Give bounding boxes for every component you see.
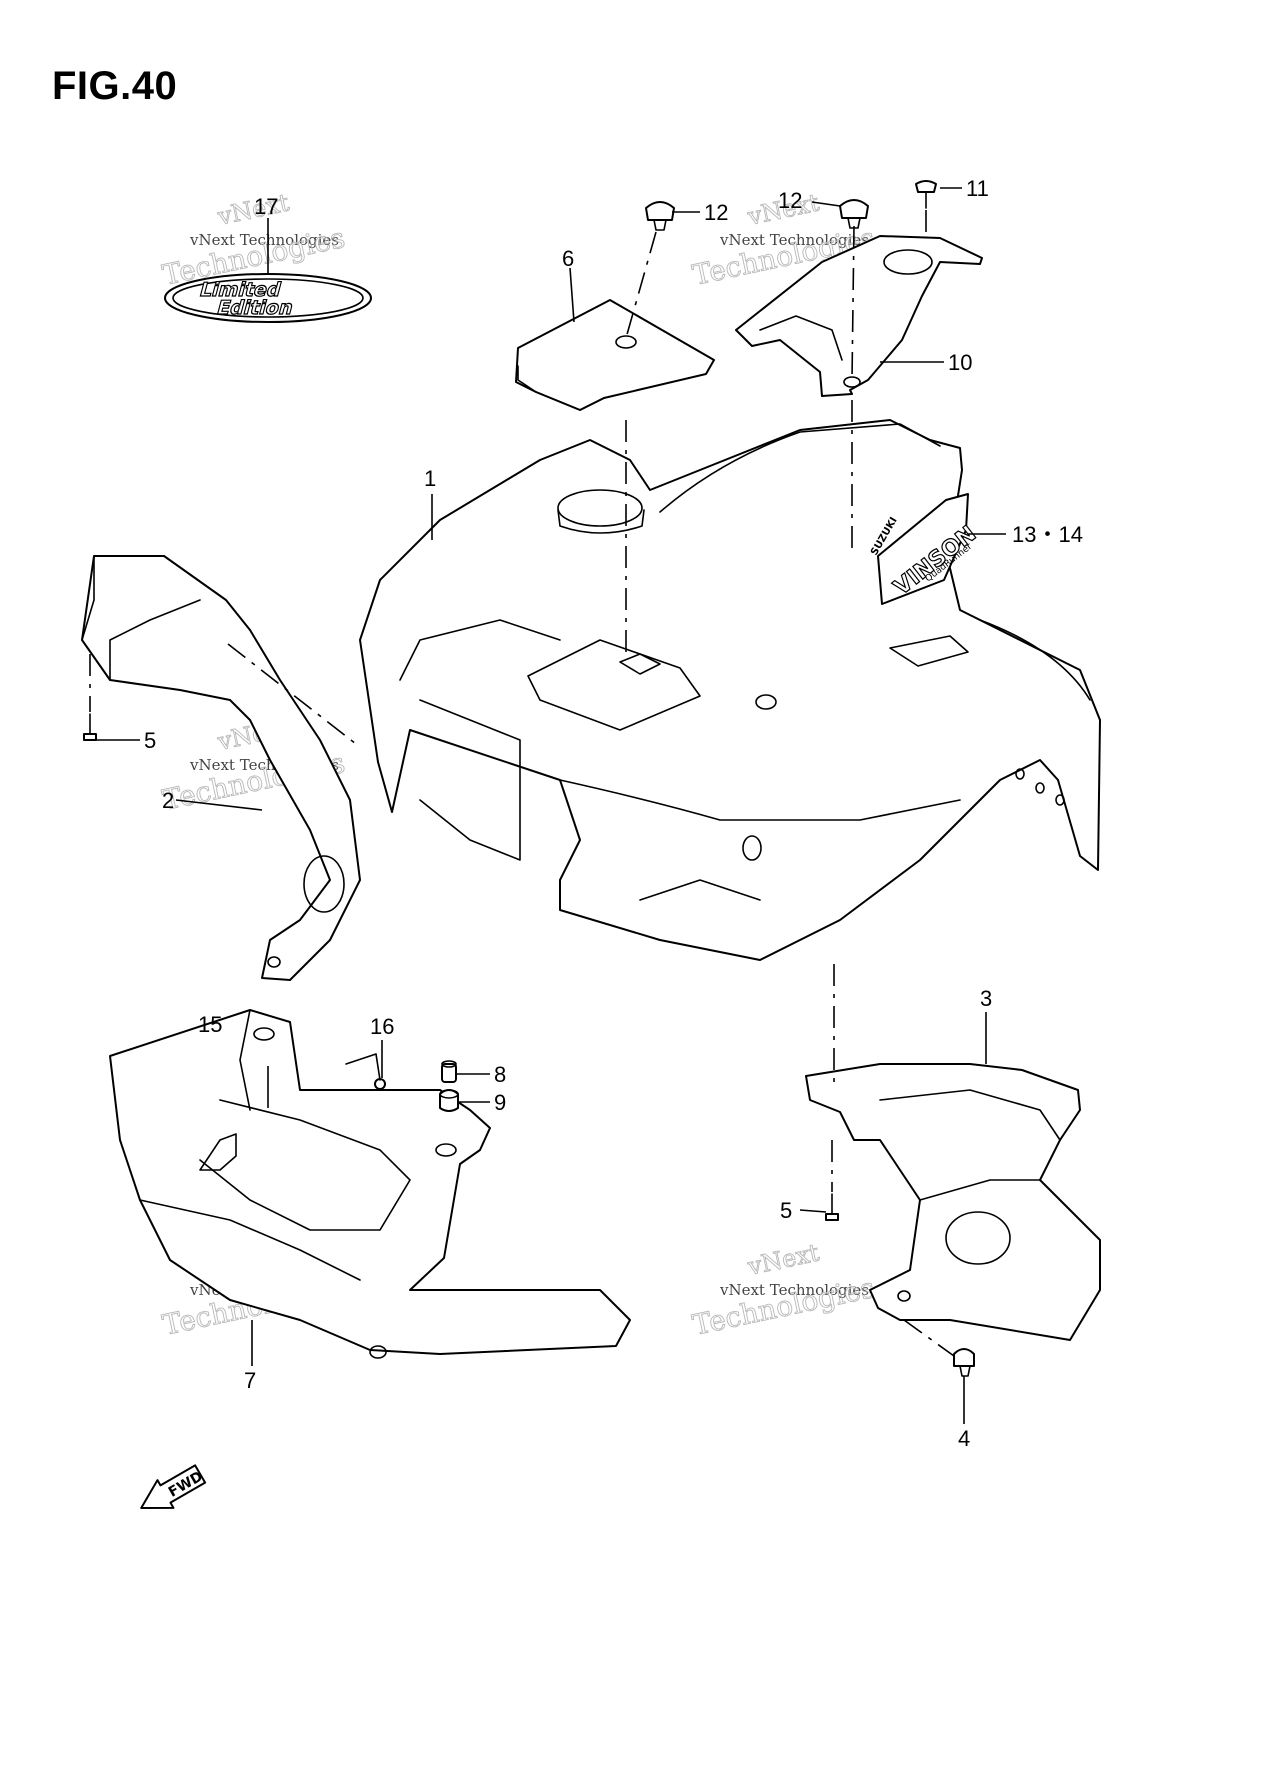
part-8-collar[interactable] <box>441 1060 457 1083</box>
callouts: 17 12 12 11 6 10 1 13・14 5 2 3 15 16 8 9… <box>144 176 1083 1451</box>
callout-13-14: 13・14 <box>1012 522 1083 547</box>
emblem-text-edition: Edition <box>215 296 296 319</box>
callout-2: 2 <box>162 788 174 813</box>
callout-17: 17 <box>254 194 278 219</box>
part-12-clip-right[interactable] <box>839 199 869 229</box>
part-7-front-lower-panel[interactable] <box>109 1009 631 1359</box>
callout-9: 9 <box>494 1090 506 1115</box>
part-5-screw-left[interactable] <box>83 713 97 741</box>
part-1-front-fender[interactable] <box>359 419 1101 961</box>
callout-1: 1 <box>424 466 436 491</box>
callout-15: 15 <box>198 1012 222 1037</box>
callout-12-right: 12 <box>778 188 802 213</box>
leader-lines <box>96 187 1006 1424</box>
watermark-top-left: vNext vNext Technologies Technologies <box>159 188 348 292</box>
callout-10: 10 <box>948 350 972 375</box>
callout-5-right: 5 <box>780 1198 792 1223</box>
part-17-limited-edition-emblem[interactable]: Limited Edition <box>164 273 372 323</box>
watermark-text: vNext <box>744 1238 822 1281</box>
callout-7: 7 <box>244 1368 256 1393</box>
callout-12-left: 12 <box>704 200 728 225</box>
assembly-lines <box>89 210 955 1357</box>
figure-title: FIG.40 <box>52 64 178 108</box>
emblem-text-limited: Limited <box>197 278 284 301</box>
watermark-text: vNext Technologies <box>189 231 339 249</box>
callout-4: 4 <box>958 1426 970 1451</box>
part-11-screw[interactable] <box>915 180 937 209</box>
callout-5-left: 5 <box>144 728 156 753</box>
callout-11: 11 <box>966 176 989 201</box>
watermark-bottom-center: vNext vNext Technologies Technologies <box>689 1238 878 1342</box>
part-12-clip-left[interactable] <box>645 201 675 231</box>
callout-8: 8 <box>494 1062 506 1087</box>
part-5-screw-right[interactable] <box>825 1193 839 1221</box>
callout-16: 16 <box>370 1014 394 1039</box>
part-9-grommet[interactable] <box>439 1089 459 1112</box>
watermark-text: vNext Technologies <box>719 231 869 249</box>
callout-3: 3 <box>980 986 992 1011</box>
part-3-right-inner-fender[interactable] <box>805 1063 1101 1341</box>
watermark-text: vNext Technologies <box>719 1281 869 1299</box>
part-6-cover-lid[interactable] <box>515 299 715 411</box>
part-16-bracket <box>345 1053 381 1081</box>
part-10-upper-cover[interactable] <box>735 235 983 397</box>
part-4-clip[interactable] <box>953 1348 975 1377</box>
part-2-left-inner-fender[interactable] <box>81 555 361 981</box>
callout-6: 6 <box>562 246 574 271</box>
forward-direction-arrow: FWD <box>140 1464 207 1509</box>
